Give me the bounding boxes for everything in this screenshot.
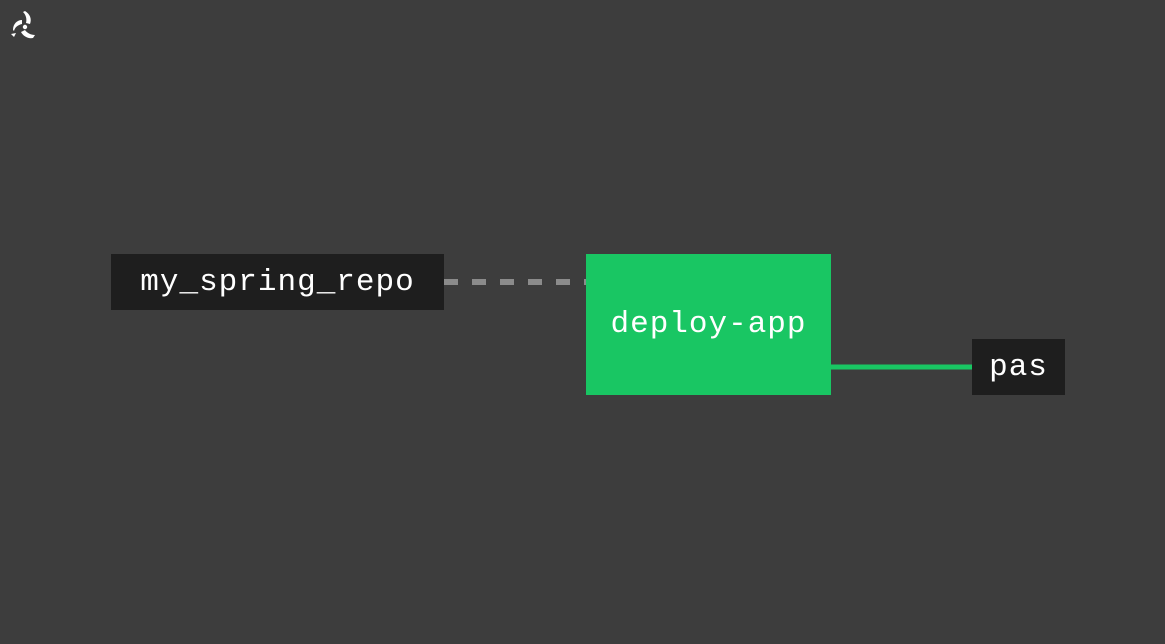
resource-name-label: pas [989, 349, 1048, 385]
concourse-logo-icon[interactable] [8, 8, 42, 42]
job-node-deploy-app[interactable]: deploy-app [586, 254, 831, 395]
resource-node-pas[interactable]: pas [972, 339, 1065, 395]
resource-name-label: my_spring_repo [140, 264, 415, 300]
job-name-label: deploy-app [610, 307, 807, 342]
resource-node-my-spring-repo[interactable]: my_spring_repo [111, 254, 444, 310]
